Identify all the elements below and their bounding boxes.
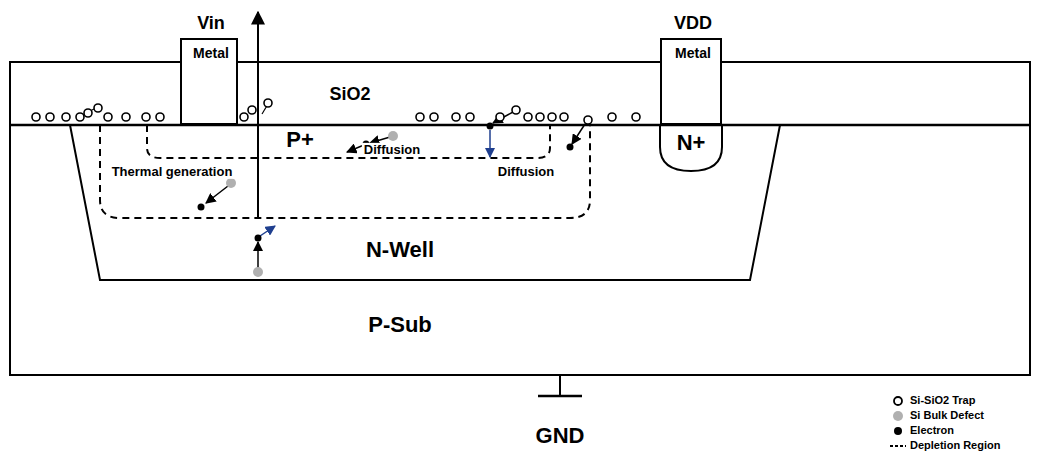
si-sio2-trap xyxy=(32,113,40,121)
electron xyxy=(487,123,494,130)
bulk-defect xyxy=(388,131,398,141)
si-sio2-trap xyxy=(608,113,616,121)
diffusion-arrow xyxy=(489,130,491,157)
legend-sample xyxy=(890,445,906,447)
si-sio2-trap xyxy=(248,106,256,114)
region-label: N-Well xyxy=(366,238,434,262)
contact-material: Metal xyxy=(675,46,711,61)
legend-text: Si Bulk Defect xyxy=(910,409,984,421)
process-label: Diffusion xyxy=(496,165,556,179)
current-arrow xyxy=(257,12,259,218)
metal-contact: VinMetal xyxy=(180,38,238,125)
si-sio2-trap xyxy=(560,113,568,121)
si-sio2-trap xyxy=(632,113,640,121)
si-sio2-trap xyxy=(156,113,164,121)
region-label: VDD xyxy=(674,14,712,34)
si-sio2-trap xyxy=(62,113,70,121)
n-well-region: N-Well P+ N+ xyxy=(70,125,780,280)
si-sio2-trap xyxy=(94,104,102,112)
si-sio2-trap xyxy=(122,113,130,121)
si-sio2-trap xyxy=(536,113,544,121)
n-plus-region-edge xyxy=(660,125,722,171)
bulk-defect xyxy=(253,267,263,277)
legend-sample xyxy=(894,397,902,405)
die-outline xyxy=(10,62,1030,375)
process-label: Diffusion xyxy=(362,143,422,157)
bulk-defect xyxy=(226,178,236,188)
legend-text: Electron xyxy=(910,424,954,436)
si-sio2-trap xyxy=(452,113,460,121)
region-label: N+ xyxy=(677,131,706,155)
region-label: P-Sub xyxy=(368,313,432,337)
electron xyxy=(198,204,205,211)
ground-symbol xyxy=(538,395,582,398)
region-label: SiO2 xyxy=(329,85,370,105)
emission-arrow xyxy=(493,112,513,123)
n-plus-region: N+ xyxy=(660,125,722,171)
si-sio2-trap xyxy=(142,113,150,121)
substrate-region: P-Sub N-Well P+ N+ xyxy=(10,125,1030,375)
si-sio2-interface xyxy=(10,124,1030,127)
contact-material: Metal xyxy=(193,46,229,61)
p-plus-region: P+ xyxy=(147,125,550,158)
process-label: Thermal generation xyxy=(110,165,235,179)
si-sio2-trap xyxy=(548,113,556,121)
si-sio2-trap xyxy=(496,113,504,121)
si-sio2-trap xyxy=(466,113,474,121)
legend-sample xyxy=(894,427,902,435)
si-sio2-trap xyxy=(416,113,424,121)
si-sio2-trap xyxy=(512,106,520,114)
n-well-region-edge xyxy=(70,125,780,280)
si-sio2-trap xyxy=(584,116,592,124)
generation-arrow xyxy=(206,186,228,203)
generation-arrow xyxy=(260,226,275,236)
electron xyxy=(567,144,574,151)
si-sio2-trap xyxy=(264,99,272,107)
si-sio2-trap xyxy=(84,109,92,117)
si-sio2-trap xyxy=(76,113,84,121)
region-label: P+ xyxy=(286,128,314,152)
legend-sample xyxy=(893,411,903,421)
electron xyxy=(255,235,262,242)
si-sio2-trap xyxy=(240,113,248,121)
ground-wire xyxy=(559,375,561,396)
generation-arrow xyxy=(257,242,259,268)
legend-text: Depletion Region xyxy=(910,439,1000,451)
emission-arrow xyxy=(572,124,585,144)
oxide-layer: SiO2VinMetalVDDMetal xyxy=(10,62,1030,125)
inner-depletion-edge xyxy=(147,125,550,158)
si-sio2-trap xyxy=(104,113,112,121)
metal-contact: VDDMetal xyxy=(660,38,722,125)
si-sio2-trap xyxy=(46,113,54,121)
si-sio2-trap xyxy=(524,113,532,121)
legend-text: Si-SiO2 Trap xyxy=(910,394,975,406)
region-label: Vin xyxy=(197,14,225,34)
legend-symbols xyxy=(890,397,906,446)
outer-depletion-edge xyxy=(100,125,590,218)
si-sio2-trap xyxy=(430,113,438,121)
ground-label: GND xyxy=(534,424,587,448)
